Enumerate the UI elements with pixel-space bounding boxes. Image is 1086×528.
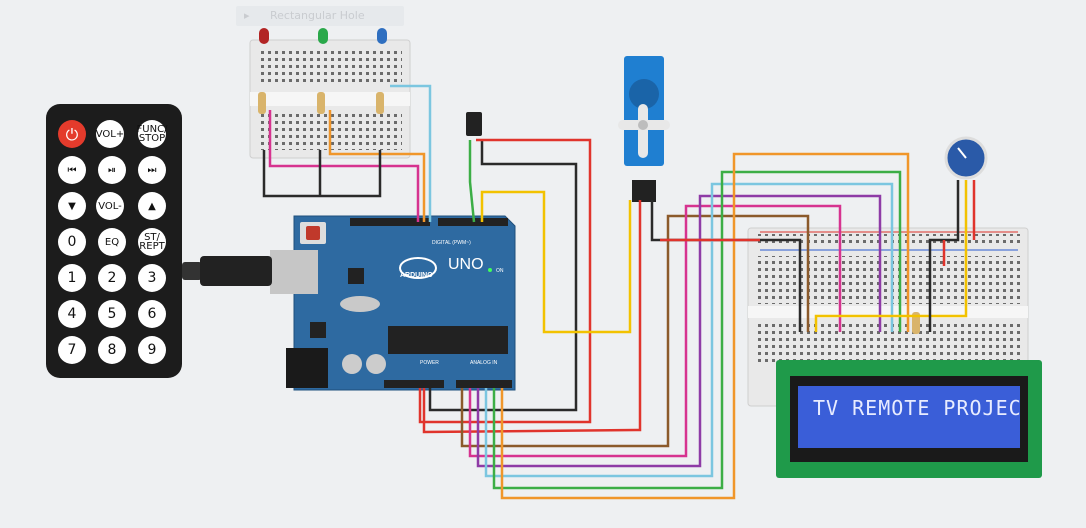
tooltip-arrow-icon: ▸: [244, 9, 250, 22]
digital-pins-label: DIGITAL (PWM~): [432, 240, 471, 246]
remote-st-rept-button[interactable]: ST/ REPT: [138, 228, 166, 256]
small-breadboard[interactable]: [249, 39, 411, 159]
arduino-brand-label: ARDUINO: [400, 272, 433, 279]
remote-up-button[interactable]: ▲: [138, 192, 166, 220]
leds[interactable]: [259, 28, 387, 44]
wires: [262, 84, 976, 500]
remote-play-pause-button[interactable]: ⏯: [98, 156, 126, 184]
on-led-label: ON: [496, 268, 504, 274]
remote-3-button[interactable]: 3: [138, 264, 166, 292]
remote-power-button[interactable]: ⏻: [58, 120, 86, 148]
arduino-model-label: UNO: [448, 256, 484, 273]
lcd-text: TV REMOTE PROJEC: [813, 396, 1022, 420]
remote-7-button[interactable]: 7: [58, 336, 86, 364]
remote-vol-down-button[interactable]: VOL-: [96, 192, 124, 220]
servo-motor[interactable]: [618, 56, 670, 202]
remote-8-button[interactable]: 8: [98, 336, 126, 364]
component-tooltip: ▸ Rectangular Hole: [236, 6, 404, 26]
remote-next-button[interactable]: ⏭: [138, 156, 166, 184]
remote-down-button[interactable]: ▼: [58, 192, 86, 220]
remote-1-button[interactable]: 1: [58, 264, 86, 292]
remote-vol-up-button[interactable]: VOL+: [96, 120, 124, 148]
remote-4-button[interactable]: 4: [58, 300, 86, 328]
analog-pins-label: ANALOG IN: [470, 360, 498, 366]
remote-2-button[interactable]: 2: [98, 264, 126, 292]
remote-eq-button[interactable]: EQ: [98, 228, 126, 256]
remote-9-button[interactable]: 9: [138, 336, 166, 364]
arduino-board[interactable]: [270, 215, 516, 391]
ir-receiver[interactable]: [466, 112, 482, 136]
remote-5-button[interactable]: 5: [98, 300, 126, 328]
potentiometer[interactable]: [944, 136, 988, 180]
tooltip-label: Rectangular Hole: [270, 9, 365, 22]
power-pins-label: POWER: [420, 360, 439, 366]
remote-6-button[interactable]: 6: [138, 300, 166, 328]
remote-func-stop-button[interactable]: FUNC/ STOP: [137, 120, 167, 148]
usb-cable: [182, 256, 272, 286]
ir-remote[interactable]: ⏻ VOL+ FUNC/ STOP ⏮ ⏯ ⏭ ▼ VOL- ▲ 0 EQ ST…: [46, 104, 182, 378]
remote-0-button[interactable]: 0: [58, 228, 86, 256]
resistors[interactable]: [258, 92, 920, 334]
remote-prev-button[interactable]: ⏮: [58, 156, 86, 184]
lcd-display[interactable]: [776, 360, 1042, 478]
